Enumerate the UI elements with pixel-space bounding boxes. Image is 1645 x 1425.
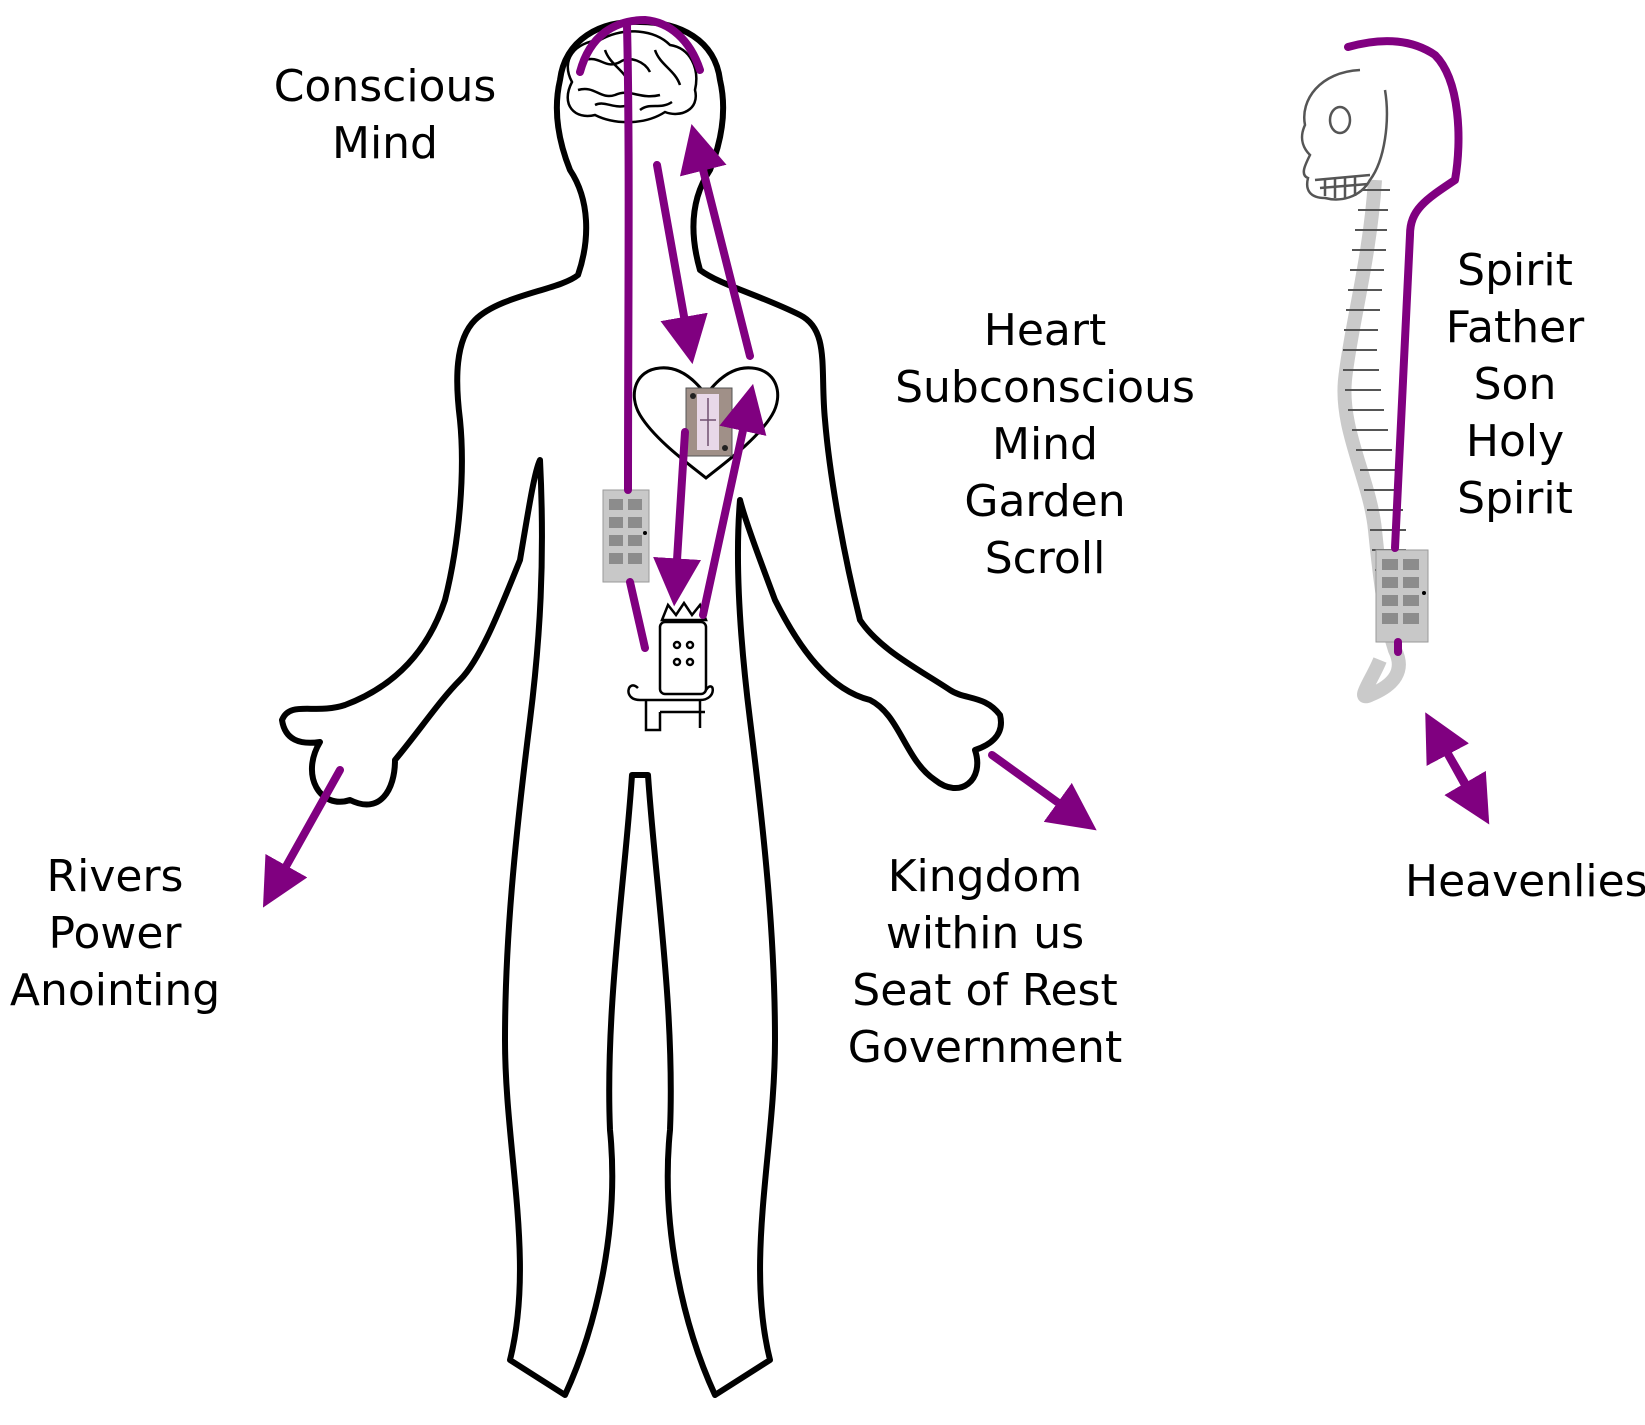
spirit-label: Spirit Father Son Holy Spirit (1430, 242, 1600, 527)
body-outline (282, 22, 1001, 1395)
arrow-heavenlies-tail (1440, 740, 1482, 812)
door-to-throne-channel (630, 582, 645, 648)
conscious-mind-label: Conscious Mind (270, 58, 500, 172)
heavenlies-label: Heavenlies (1405, 853, 1640, 910)
spine-door-icon (1376, 550, 1428, 642)
arrow-mind-to-heart (657, 165, 690, 350)
arrow-heart-to-mind (695, 138, 750, 356)
kingdom-label: Kingdom within us Seat of Rest Governmen… (840, 848, 1130, 1076)
heart-label: Heart Subconscious Mind Garden Scroll (890, 302, 1200, 587)
central-channel (627, 26, 629, 490)
scroll-icon (686, 388, 732, 456)
arrow-rivers (270, 770, 340, 895)
arrow-kingdom (992, 755, 1085, 822)
door-icon (603, 490, 649, 582)
rivers-label: Rivers Power Anointing (0, 848, 230, 1019)
